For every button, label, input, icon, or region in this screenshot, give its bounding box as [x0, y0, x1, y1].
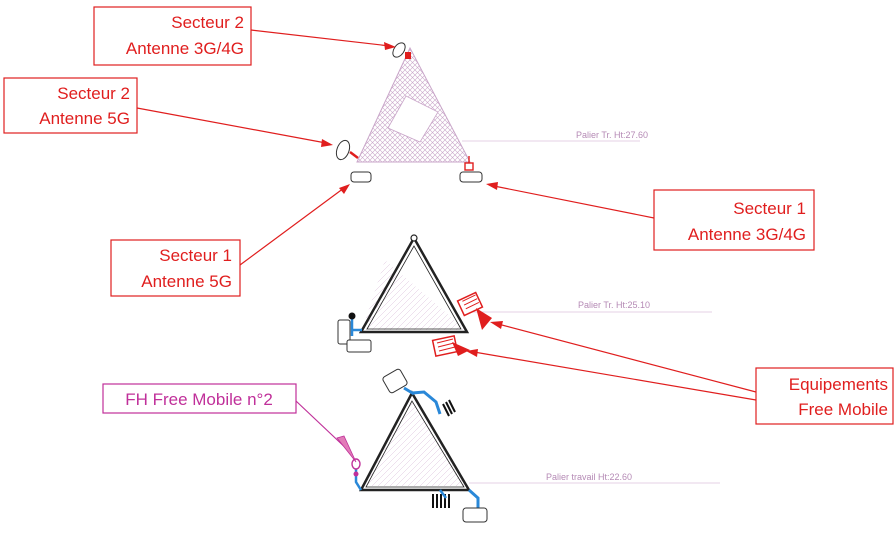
callout-sector1-3g4g-line1: Secteur 1: [733, 199, 806, 218]
equipment-cabinet-upper-icon: [456, 291, 492, 330]
bottom-triangle-inner: [365, 400, 465, 488]
callout-sector2-3g4g-line1: Secteur 2: [171, 13, 244, 32]
bottom-level-label: Palier travail Ht:22.60: [546, 472, 632, 482]
sector2-5g-antenna-icon: [335, 139, 359, 161]
callout-sector1-3g4g-line2: Antenne 3G/4G: [688, 225, 806, 244]
callout-equipment-line1: Equipements: [789, 375, 888, 394]
bottom-triangle: [358, 390, 472, 492]
middle-top-node: [410, 234, 418, 242]
callout-fh-link: FH Free Mobile n°2: [102, 383, 357, 463]
sector2-3g4g-antenna-icon: [392, 42, 411, 59]
callout-sector2-5g-line1: Secteur 2: [57, 84, 130, 103]
sector1-3g4g-antenna-icon: [459, 156, 483, 183]
callout-sector2-5g: Secteur 2 Antenne 5G: [3, 77, 333, 147]
middle-level-label: Palier Tr. Ht:25.10: [578, 300, 650, 310]
top-level-label: Palier Tr. Ht:27.60: [576, 130, 648, 140]
sector1-5g-antenna-icon: [350, 171, 372, 183]
bottom-top-bracket-icon: [382, 368, 456, 417]
callout-sector1-3g4g: Secteur 1 Antenne 3G/4G: [486, 182, 815, 251]
callout-sector2-3g4g: Secteur 2 Antenne 3G/4G: [93, 6, 396, 66]
top-section: Palier Tr. Ht:27.60: [335, 42, 648, 183]
middle-section: Palier Tr. Ht:25.10: [337, 234, 712, 358]
callout-fh-link-label: FH Free Mobile n°2: [125, 390, 273, 409]
bottom-triangle-hatch: [364, 400, 466, 486]
middle-left-bracket-icon: [337, 312, 372, 353]
middle-triangle: [358, 235, 470, 334]
callout-sector2-5g-line2: Antenne 5G: [39, 109, 130, 128]
callout-sector2-3g4g-line2: Antenne 3G/4G: [126, 39, 244, 58]
callout-sector1-5g-line2: Antenne 5G: [141, 272, 232, 291]
callout-equipment-line2: Free Mobile: [798, 400, 888, 419]
callout-sector1-5g-line1: Secteur 1: [159, 246, 232, 265]
callout-sector1-5g: Secteur 1 Antenne 5G: [110, 184, 350, 297]
middle-triangle-inner: [366, 245, 462, 330]
callout-equipment: Equipements Free Mobile: [466, 321, 894, 425]
equipment-cabinet-lower-icon: [431, 334, 470, 358]
fh-dish-icon: [351, 458, 363, 491]
middle-triangle-hatch: [362, 260, 466, 330]
bottom-section: Palier travail Ht:22.60: [351, 368, 720, 523]
bottom-right-bracket-icon: [432, 488, 488, 523]
top-triangle-inner-square: [387, 95, 439, 143]
